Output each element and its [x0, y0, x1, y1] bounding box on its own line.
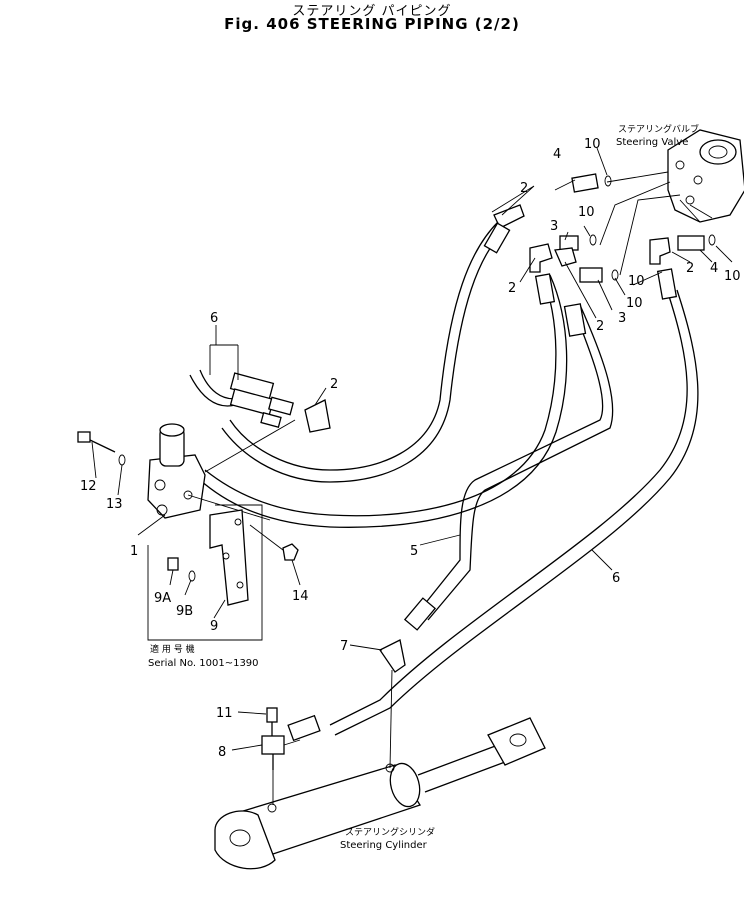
callout-2-e: 2: [330, 377, 338, 392]
callout-5: 5: [410, 544, 418, 559]
callout-10-e: 10: [724, 269, 741, 284]
steering-valve-label-en: Steering Valve: [616, 137, 688, 148]
callout-2-d: 2: [686, 261, 694, 276]
callout-numbers: 1 2 2 2 2 2 3 3 4 4 5 6 6 7 8 9 9A 9B 10…: [80, 137, 741, 760]
callout-10-b: 10: [578, 205, 595, 220]
callout-10-d: 10: [628, 274, 645, 289]
steering-cylinder: [214, 717, 546, 870]
hose-end-fittings: [189, 344, 331, 433]
callout-6-b: 6: [210, 311, 218, 326]
callout-1: 1: [130, 544, 138, 559]
leader-lines: [91, 147, 733, 751]
steering-cylinder-label-jp: ステアリングシリンダ: [345, 826, 435, 838]
title-japanese: ステアリング パイピング: [292, 4, 452, 19]
callout-9b: 9B: [176, 604, 193, 619]
callout-6-a: 6: [612, 571, 620, 586]
callout-4-a: 4: [553, 147, 561, 162]
steering-valve: [667, 129, 744, 223]
callout-2-a: 2: [520, 181, 528, 196]
fittings-upper: [493, 171, 716, 283]
callout-13: 13: [106, 497, 123, 512]
figure-title: Fig. 406 STEERING PIPING (2/2): [224, 15, 520, 33]
callout-12: 12: [80, 479, 97, 494]
valve-block: [77, 419, 296, 521]
hose-assemblies: [199, 221, 699, 742]
serial-number-range: Serial No. 1001~1390: [148, 658, 259, 669]
lower-fittings: [261, 639, 406, 805]
callout-9a: 9A: [154, 591, 171, 606]
callout-4-b: 4: [710, 261, 718, 276]
callout-2-b: 2: [508, 281, 516, 296]
callout-2-c: 2: [596, 319, 604, 334]
callout-11: 11: [216, 706, 233, 721]
callout-3-a: 3: [550, 219, 558, 234]
bracket-inset: [147, 504, 299, 641]
steering-valve-label-jp: ステアリングバルブ: [618, 123, 699, 135]
callout-14: 14: [292, 589, 309, 604]
callout-7: 7: [340, 639, 348, 654]
callout-8: 8: [218, 745, 226, 760]
component-labels: ステアリングバルブ Steering Valve ステアリングシリンダ Stee…: [148, 123, 699, 851]
callout-3-b: 3: [618, 311, 626, 326]
callout-9: 9: [210, 619, 218, 634]
serial-label-jp: 適 用 号 機: [150, 643, 195, 655]
callout-10-a: 10: [584, 137, 601, 152]
steering-cylinder-label-en: Steering Cylinder: [340, 840, 428, 851]
callout-10-c: 10: [626, 296, 643, 311]
